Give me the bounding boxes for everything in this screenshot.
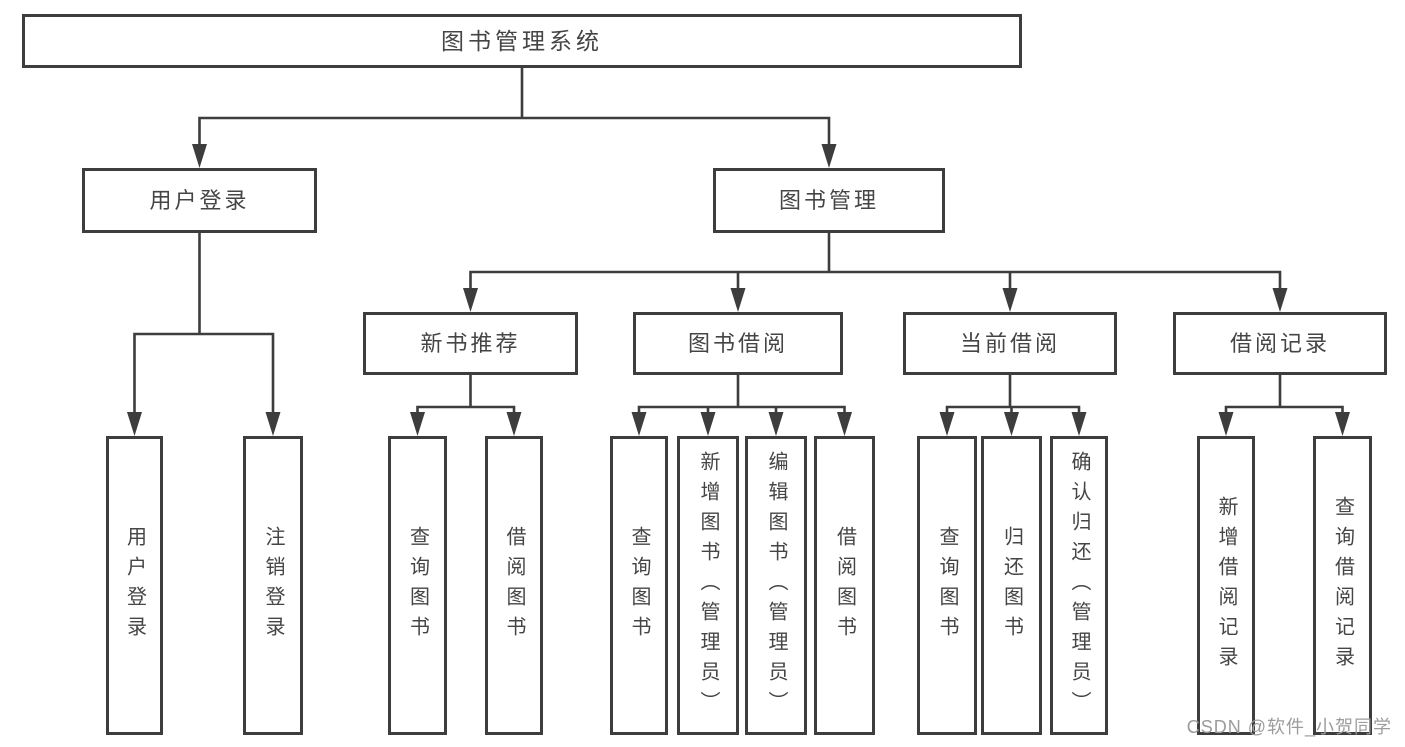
leaf-add-borrow-record: 新增借阅记录 [1197,436,1255,735]
leaf-query-borrow-record: 查询借阅记录 [1313,436,1372,735]
leaf-borrow-books-recommend: 借阅图书 [485,436,543,735]
leaf-borrow-books-borrow: 借阅图书 [814,436,875,735]
leaf-confirm-return-admin: 确认归还（管理员） [1050,436,1108,735]
node-book-borrowing: 图书借阅 [633,312,843,375]
leaf-return-books: 归还图书 [981,436,1042,735]
node-borrowing-records: 借阅记录 [1173,312,1387,375]
node-library-management-system: 图书管理系统 [22,14,1022,68]
node-user-login: 用户登录 [82,168,317,233]
leaf-query-books-recommend: 查询图书 [388,436,447,735]
leaf-logout: 注销登录 [243,436,303,735]
leaf-query-books-current: 查询图书 [917,436,977,735]
node-current-borrowing: 当前借阅 [903,312,1117,375]
leaf-edit-book-admin: 编辑图书（管理员） [745,436,807,735]
leaf-query-books-borrow: 查询图书 [610,436,668,735]
node-new-book-recommendation: 新书推荐 [363,312,578,375]
node-book-management: 图书管理 [713,168,945,233]
csdn-watermark: CSDN @软件_小贺同学 [1186,717,1392,737]
leaf-add-book-admin: 新增图书（管理员） [677,436,739,735]
leaf-user-login: 用户登录 [106,436,163,735]
